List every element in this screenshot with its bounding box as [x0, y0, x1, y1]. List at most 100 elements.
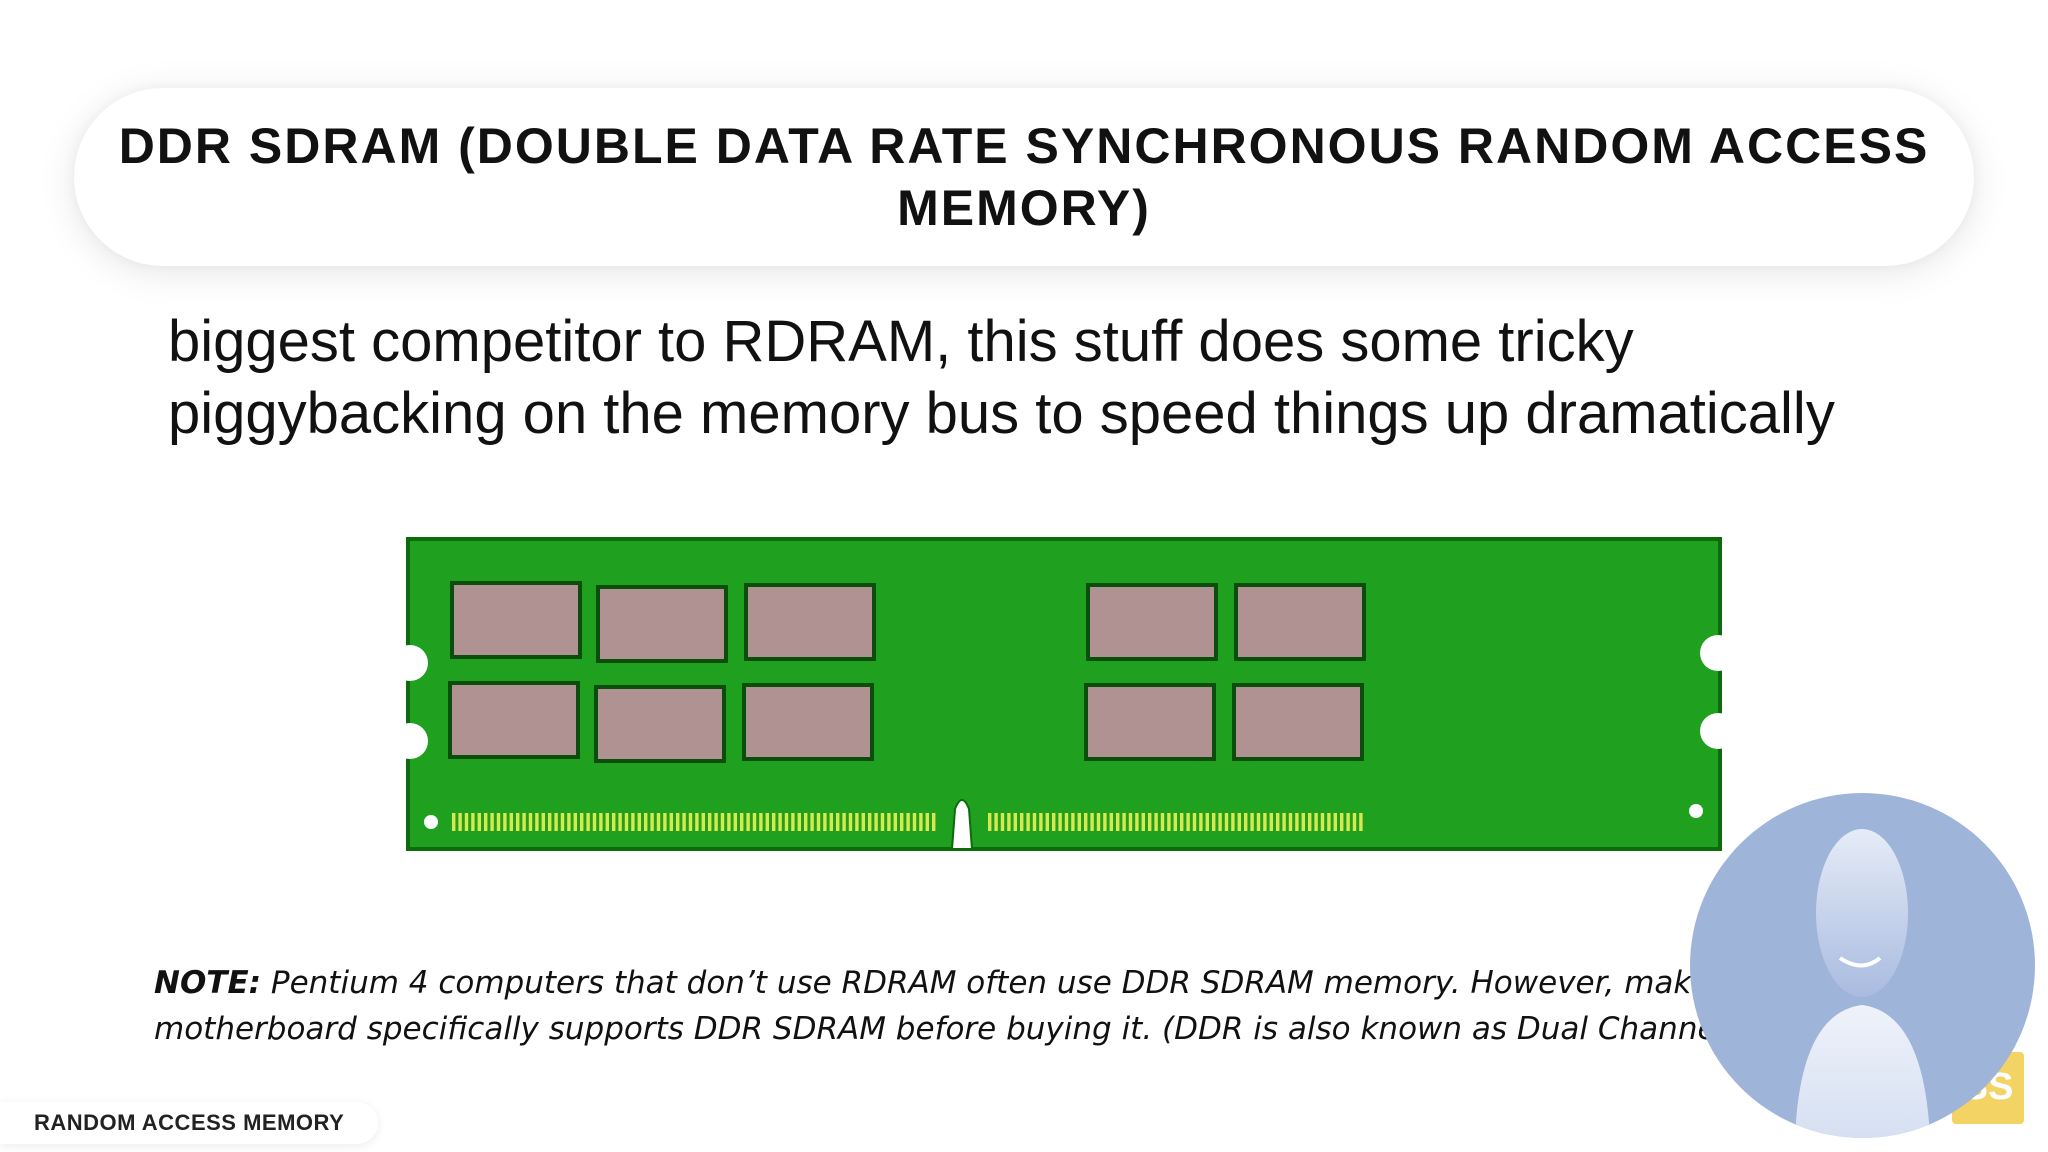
- contact-pin: [1084, 813, 1088, 831]
- contact-pin: [548, 813, 552, 831]
- contact-pin: [1173, 813, 1177, 831]
- contact-pin: [810, 813, 814, 831]
- user-avatar-icon: [1795, 829, 1930, 1138]
- contact-pin: [1096, 813, 1101, 831]
- contact-pin: [708, 813, 712, 831]
- contact-pin: [791, 813, 795, 831]
- contact-pin: [1154, 813, 1158, 831]
- contact-pin: [1205, 813, 1209, 831]
- contact-pin: [932, 813, 936, 831]
- contact-pin: [1359, 813, 1363, 831]
- contact-pin: [1000, 813, 1005, 831]
- contact-pin: [740, 813, 744, 831]
- slide-title: DDR SDRAM (DOUBLE DATA RATE SYNCHRONOUS …: [118, 118, 1930, 236]
- contact-pin: [912, 813, 917, 831]
- contact-pin: [669, 813, 673, 831]
- contact-pin: [701, 813, 705, 831]
- contact-pin: [477, 813, 481, 831]
- contact-pin: [900, 813, 904, 831]
- contact-pin: [823, 813, 827, 831]
- contact-pin: [509, 813, 513, 831]
- contact-pin: [874, 813, 878, 831]
- title-box: DDR SDRAM (DOUBLE DATA RATE SYNCHRONOUS …: [74, 88, 1974, 266]
- contact-pin: [1116, 813, 1120, 831]
- contact-pin: [1308, 813, 1312, 831]
- contact-pin: [1141, 813, 1145, 831]
- contact-pin: [759, 813, 763, 831]
- contact-pin: [1148, 813, 1152, 831]
- contact-pin: [1071, 813, 1075, 831]
- contact-pin: [516, 813, 520, 831]
- contact-pin: [893, 813, 897, 831]
- contact-pin: [586, 813, 590, 831]
- contact-pin: [778, 813, 782, 831]
- note-body: Pentium 4 computers that don’t use RDRAM…: [154, 965, 1868, 1047]
- contact-pin: [988, 813, 992, 831]
- contact-pin: [1231, 813, 1235, 831]
- contact-pin: [1282, 813, 1286, 831]
- contact-pin: [464, 813, 469, 831]
- contact-pin: [861, 813, 865, 831]
- contact-pin: [637, 813, 641, 831]
- contact-pin: [906, 813, 910, 831]
- contact-pin: [746, 813, 750, 831]
- contact-pin: [644, 813, 648, 831]
- contact-pin: [1288, 813, 1293, 831]
- contact-pin: [695, 813, 699, 831]
- contact-pin: [458, 813, 462, 831]
- footer-section-label: RANDOM ACCESS MEMORY: [0, 1102, 379, 1144]
- slide-body-text: biggest competitor to RDRAM, this stuff …: [168, 309, 1835, 446]
- contact-pin: [1160, 813, 1165, 831]
- contact-pin: [765, 813, 769, 831]
- contact-pin: [1199, 813, 1203, 831]
- contact-pin: [471, 813, 475, 831]
- contact-pin: [1032, 813, 1037, 831]
- contact-pin: [573, 813, 577, 831]
- contact-pin: [816, 813, 821, 831]
- contact-pin: [656, 813, 661, 831]
- contact-pin: [503, 813, 507, 831]
- contact-pin: [541, 813, 545, 831]
- contact-pin: [560, 813, 565, 831]
- contact-pin: [1276, 813, 1280, 831]
- contact-pin: [567, 813, 571, 831]
- contact-pin: [618, 813, 622, 831]
- contact-pin: [580, 813, 584, 831]
- contact-pin: [1186, 813, 1190, 831]
- contact-pin: [1007, 813, 1011, 831]
- contact-pin: [592, 813, 597, 831]
- contact-pin: [1333, 813, 1337, 831]
- contact-pin: [868, 813, 872, 831]
- contact-pin: [733, 813, 737, 831]
- contact-pin: [1340, 813, 1344, 831]
- contact-pin: [1327, 813, 1331, 831]
- contact-pin: [1180, 813, 1184, 831]
- contact-pin: [528, 813, 533, 831]
- contact-pin: [1020, 813, 1024, 831]
- contact-pin: [1250, 813, 1254, 831]
- contact-pin: [650, 813, 654, 831]
- contact-pin: [1109, 813, 1113, 831]
- contact-pin: [688, 813, 693, 831]
- contact-pin: [752, 813, 757, 831]
- contact-pin: [663, 813, 667, 831]
- contact-pin: [720, 813, 725, 831]
- contact-pin: [1058, 813, 1062, 831]
- contact-pin: [1026, 813, 1030, 831]
- contact-pin: [605, 813, 609, 831]
- contact-pin: [784, 813, 789, 831]
- contact-pin: [1237, 813, 1241, 831]
- contact-pin: [855, 813, 859, 831]
- contact-pins: [452, 813, 1363, 831]
- contact-pin: [1212, 813, 1216, 831]
- contact-pin: [599, 813, 603, 831]
- contact-pin: [1052, 813, 1056, 831]
- contact-pin: [624, 813, 629, 831]
- contact-pin: [804, 813, 808, 831]
- ram-module-illustration: [404, 537, 1724, 851]
- contact-pin: [836, 813, 840, 831]
- contact-pin: [727, 813, 731, 831]
- contact-pin: [829, 813, 833, 831]
- contact-pin: [842, 813, 846, 831]
- contact-pin: [880, 813, 885, 831]
